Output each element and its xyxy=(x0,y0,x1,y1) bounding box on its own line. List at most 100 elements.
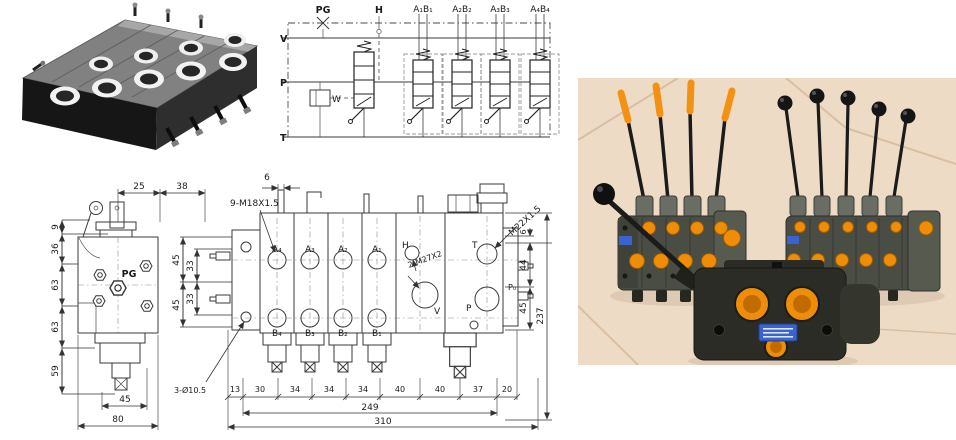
lever-rods xyxy=(626,109,727,202)
orange-port-plugs xyxy=(787,220,934,267)
dim-59: 59 xyxy=(51,365,61,377)
end-view-dimensions: 25 38 9 36 63 63 59 xyxy=(51,182,206,430)
dim-6-right: 6 xyxy=(519,229,528,234)
end-view-body xyxy=(77,201,159,391)
label-v: V xyxy=(280,34,288,45)
bolt-holes xyxy=(713,324,833,336)
dim-25: 25 xyxy=(133,182,144,192)
dim-38: 38 xyxy=(176,182,188,192)
dim-30: 30 xyxy=(255,385,265,394)
label-b2: B₂ xyxy=(338,329,348,339)
label-b1: B₁ xyxy=(372,329,382,339)
ann-2-m27: 2-M27X2 xyxy=(407,249,444,270)
dim-44: 44 xyxy=(519,259,529,271)
dim-80: 80 xyxy=(112,415,124,425)
hydraulic-schematic: PG H A₁B₁ A₂B₂ A₃B₃ A₄B₄ V P T W xyxy=(278,0,578,162)
block-studs xyxy=(32,2,252,148)
dim-34c: 34 xyxy=(358,385,368,394)
dim-37: 37 xyxy=(473,385,483,394)
dim-34b: 34 xyxy=(324,385,334,394)
work-spools xyxy=(403,13,560,138)
label-pg: PG xyxy=(316,5,331,16)
dim-40a: 40 xyxy=(395,385,405,394)
label-a4: A₄ xyxy=(272,245,282,255)
front-view-port-labels: A₄ A₃ A₂ A₁ B₄ B₃ B₂ B₁ T H V P P₀ xyxy=(272,241,516,339)
label-t: T xyxy=(280,133,287,144)
label-h: H xyxy=(375,5,383,16)
label-a2: A₂ xyxy=(338,245,348,255)
label-t-port: T xyxy=(471,241,478,251)
ann-3-holes: 3-Ø10.5 xyxy=(174,385,206,395)
blue-label xyxy=(619,236,632,245)
dim-33-bot: 33 xyxy=(186,293,196,304)
ball-handle xyxy=(593,183,615,205)
dim-13: 13 xyxy=(230,385,240,394)
label-a3: A₃ xyxy=(305,245,315,255)
dim-40b: 40 xyxy=(435,385,445,394)
dim-45-left-top: 45 xyxy=(172,254,182,265)
photo-valve-block xyxy=(5,0,270,165)
end-view-drawing: 25 38 9 36 63 63 59 xyxy=(38,178,208,440)
ann-9-m18: 9-M18X1.5 xyxy=(230,199,279,209)
dim-45-left-bot: 45 xyxy=(172,299,182,310)
label-p0-port: P₀ xyxy=(508,283,516,292)
nameplate-blue xyxy=(758,323,798,342)
label-a1: A₁ xyxy=(372,245,382,255)
dim-20: 20 xyxy=(502,385,512,394)
valve-five-spool xyxy=(777,88,941,301)
photo-valves-levers xyxy=(578,78,956,365)
dim-9: 9 xyxy=(51,224,61,230)
spool-caps xyxy=(789,195,903,217)
dim-36: 36 xyxy=(51,243,61,255)
end-view-svg: 25 38 9 36 63 63 59 xyxy=(51,182,206,430)
dim-45: 45 xyxy=(119,395,130,405)
orange-ports xyxy=(734,286,820,359)
inlet-spool xyxy=(348,40,375,137)
ball-highlight xyxy=(597,186,603,192)
top-fitting xyxy=(772,262,782,268)
label-a3b3: A₃B₃ xyxy=(490,5,510,15)
ball-handles xyxy=(777,88,916,124)
dim-6-pin: 6 xyxy=(264,173,270,183)
dim-249: 249 xyxy=(361,403,378,413)
valve-block-illustration xyxy=(21,2,259,150)
relief-valve xyxy=(309,89,331,107)
orange-port-plugs xyxy=(629,221,741,269)
dim-33-top: 33 xyxy=(186,260,196,271)
dim-45-right: 45 xyxy=(519,302,529,313)
label-a1b1: A₁B₁ xyxy=(413,5,433,15)
valve-single-spool xyxy=(593,183,880,361)
label-pg-port: PG xyxy=(122,269,137,280)
dim-237: 237 xyxy=(536,307,546,324)
valves-photo-illustration xyxy=(578,78,956,365)
dim-34a: 34 xyxy=(290,385,300,394)
schematic-labels: PG H A₁B₁ A₂B₂ A₃B₃ A₄B₄ V P T W xyxy=(280,5,550,144)
block-body xyxy=(21,19,259,150)
dim-310: 310 xyxy=(374,417,391,427)
label-w: W xyxy=(332,95,341,105)
orange-lever-handles xyxy=(617,79,736,124)
front-view-body xyxy=(209,183,534,379)
valve-inlet-block xyxy=(618,218,638,288)
front-view-svg: A₄ A₃ A₂ A₁ B₄ B₃ B₂ B₁ T H V P P₀ 6 9 xyxy=(172,173,552,430)
dim-63a: 63 xyxy=(51,279,61,290)
lever-rod xyxy=(605,197,693,277)
blue-label xyxy=(787,236,799,244)
label-b3: B₃ xyxy=(305,329,315,339)
block-ports xyxy=(50,33,247,106)
schematic-drawing: PG H A₁B₁ A₂B₂ A₃B₃ A₄B₄ V P T W xyxy=(280,5,560,144)
dim-63b: 63 xyxy=(51,321,61,332)
label-v-port: V xyxy=(434,307,441,317)
label-h-port: H xyxy=(402,241,409,251)
label-p: P xyxy=(280,78,287,89)
label-a2b2: A₂B₂ xyxy=(452,5,472,15)
label-p-port: P xyxy=(466,304,472,314)
front-view-drawing: A₄ A₃ A₂ A₁ B₄ B₃ B₂ B₁ T H V P P₀ 6 9 xyxy=(172,168,572,440)
front-view-dims-right: 6 44 45 237 xyxy=(505,212,552,421)
front-view-dims-bottom: 13 30 34 34 34 40 40 37 20 249 310 xyxy=(224,330,539,430)
front-view-annotations: 6 9-M18X1.5 M22X1.5 2-M27X2 3-Ø10.5 xyxy=(174,173,544,395)
side-lug xyxy=(840,284,880,344)
label-b4: B₄ xyxy=(272,329,282,339)
front-view-dims-left: 45 45 33 33 xyxy=(172,236,232,328)
